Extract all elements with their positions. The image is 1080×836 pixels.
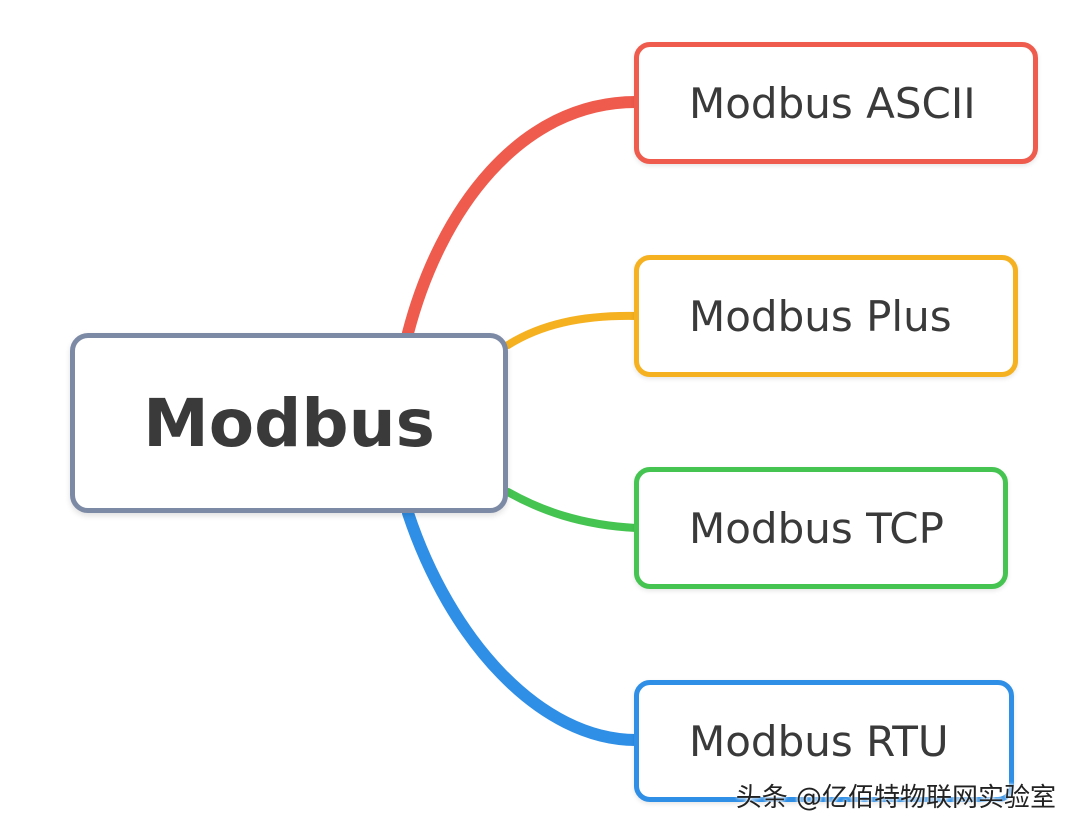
connector-modbus-ascii bbox=[402, 96, 642, 339]
connector-modbus-tcp bbox=[504, 488, 640, 532]
watermark: 头条 @亿佰特物联网实验室 bbox=[735, 783, 1056, 813]
node-modbus-rtu: Modbus RTU bbox=[634, 680, 1014, 802]
node-label: Modbus TCP bbox=[689, 503, 944, 553]
node-label: Modbus Plus bbox=[689, 291, 952, 341]
connector-modbus-plus bbox=[504, 311, 640, 349]
root-node-modbus: Modbus bbox=[70, 333, 508, 513]
connector-modbus-rtu bbox=[402, 507, 642, 746]
node-label: Modbus RTU bbox=[689, 716, 949, 766]
node-modbus-tcp: Modbus TCP bbox=[634, 467, 1008, 589]
root-node-label: Modbus bbox=[143, 384, 435, 462]
node-modbus-plus: Modbus Plus bbox=[634, 255, 1018, 377]
node-modbus-ascii: Modbus ASCII bbox=[634, 42, 1038, 164]
node-label: Modbus ASCII bbox=[689, 78, 976, 128]
